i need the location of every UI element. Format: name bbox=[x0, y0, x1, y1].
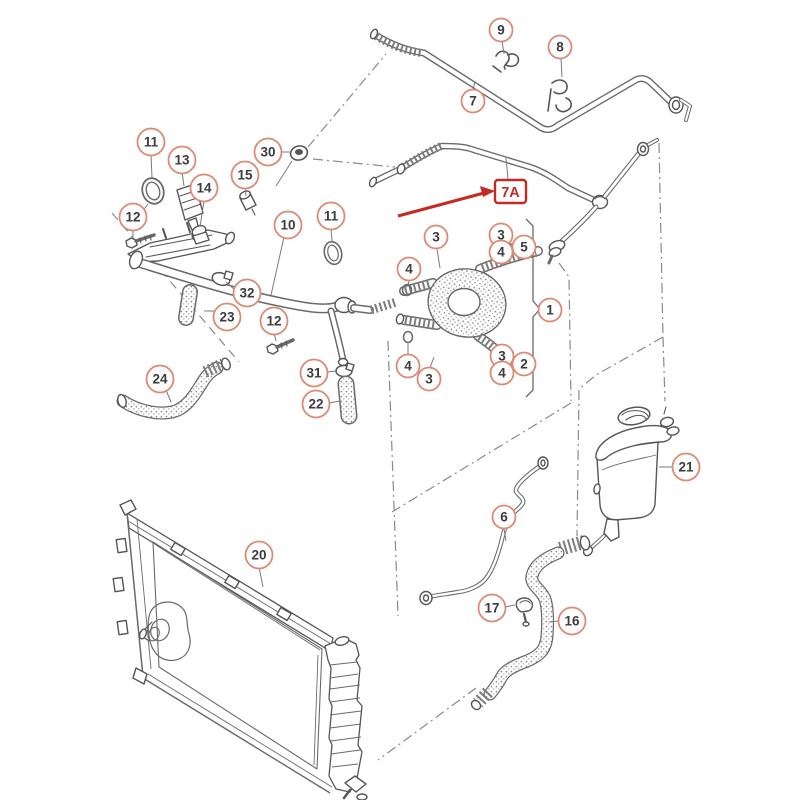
hose-23-part bbox=[178, 284, 198, 326]
svg-text:31: 31 bbox=[306, 366, 322, 381]
callout-21: 21 bbox=[671, 452, 701, 482]
svg-text:4: 4 bbox=[405, 262, 413, 277]
hose-24-assembly bbox=[116, 357, 231, 420]
callout-17: 17 bbox=[477, 593, 507, 623]
svg-text:32: 32 bbox=[239, 286, 254, 301]
callout-30: 30 bbox=[253, 137, 283, 167]
hose-22-part bbox=[337, 375, 358, 425]
callout-13: 13 bbox=[167, 145, 197, 175]
callout-4: 4 bbox=[396, 256, 422, 282]
svg-text:3: 3 bbox=[498, 349, 506, 364]
radiator-shroud-port bbox=[139, 601, 191, 662]
radiator-right-tank bbox=[324, 636, 368, 800]
svg-text:6: 6 bbox=[500, 510, 508, 525]
callout-3: 3 bbox=[416, 366, 442, 392]
fitting-14-part bbox=[191, 224, 210, 245]
svg-text:4: 4 bbox=[498, 366, 506, 381]
radiator bbox=[112, 499, 368, 800]
svg-text:7: 7 bbox=[469, 94, 477, 109]
sensor-15-part bbox=[239, 190, 257, 216]
callout-12: 12 bbox=[118, 202, 148, 232]
clip-17-part bbox=[515, 597, 534, 627]
highlight-annotation: 7A bbox=[397, 178, 528, 218]
svg-text:23: 23 bbox=[219, 310, 235, 325]
callout-15: 15 bbox=[230, 160, 260, 190]
svg-text:12: 12 bbox=[266, 314, 281, 329]
flange-cluster bbox=[125, 145, 309, 263]
callout-9: 9 bbox=[488, 17, 514, 43]
svg-text:3: 3 bbox=[497, 228, 505, 243]
svg-text:24: 24 bbox=[152, 372, 168, 387]
expansion-tank bbox=[582, 406, 680, 557]
svg-text:10: 10 bbox=[280, 218, 295, 233]
svg-text:8: 8 bbox=[556, 40, 564, 55]
svg-text:16: 16 bbox=[564, 614, 580, 629]
svg-text:30: 30 bbox=[260, 145, 275, 160]
callout-6: 6 bbox=[491, 504, 517, 530]
highlight-label: 7A bbox=[501, 185, 520, 201]
clip-9-part bbox=[492, 50, 520, 73]
grommet-30-part bbox=[289, 145, 309, 161]
callout-31: 31 bbox=[299, 358, 329, 388]
callout-8: 8 bbox=[547, 34, 573, 60]
svg-text:14: 14 bbox=[196, 181, 212, 196]
callout-3: 3 bbox=[423, 224, 449, 250]
svg-text:4: 4 bbox=[497, 245, 505, 260]
highlight-arrowhead bbox=[480, 186, 495, 197]
callout-24: 24 bbox=[145, 364, 175, 394]
callout-1: 1 bbox=[537, 297, 563, 323]
svg-text:15: 15 bbox=[237, 168, 253, 183]
callout-11: 11 bbox=[316, 201, 346, 231]
callout-16: 16 bbox=[557, 606, 587, 636]
callout-20: 20 bbox=[244, 540, 274, 570]
svg-text:5: 5 bbox=[520, 240, 528, 255]
svg-text:13: 13 bbox=[174, 153, 190, 168]
hose-16-assembly bbox=[470, 535, 591, 711]
callout-12: 12 bbox=[259, 306, 289, 336]
svg-text:20: 20 bbox=[251, 548, 266, 563]
hose-10-assembly bbox=[128, 240, 398, 425]
svg-text:11: 11 bbox=[324, 209, 339, 224]
clamp-31-part bbox=[335, 362, 355, 378]
highlight-arrow bbox=[397, 191, 485, 218]
callout-4: 4 bbox=[395, 353, 421, 379]
highlight-box bbox=[493, 178, 528, 205]
callout-5: 5 bbox=[511, 234, 537, 260]
bolt-12-part bbox=[125, 233, 156, 249]
callout-10: 10 bbox=[273, 210, 303, 240]
callout-14: 14 bbox=[189, 173, 219, 203]
callout-22: 22 bbox=[301, 389, 331, 419]
bolt-12b-part bbox=[266, 338, 295, 355]
svg-text:9: 9 bbox=[497, 23, 505, 38]
callout-4: 4 bbox=[488, 239, 514, 265]
svg-text:3: 3 bbox=[432, 230, 440, 245]
leader-lines bbox=[132, 40, 673, 623]
callout-23: 23 bbox=[212, 302, 242, 332]
svg-text:17: 17 bbox=[484, 601, 499, 616]
callout-32: 32 bbox=[232, 278, 262, 308]
pipe-7-assembly bbox=[369, 28, 692, 133]
pipe-7a-assembly bbox=[368, 138, 659, 265]
clamp-32-part bbox=[211, 270, 234, 287]
svg-text:2: 2 bbox=[520, 357, 528, 372]
svg-text:4: 4 bbox=[404, 359, 412, 374]
callout-4: 4 bbox=[489, 360, 515, 386]
callout-11: 11 bbox=[136, 127, 166, 157]
svg-text:11: 11 bbox=[144, 135, 159, 150]
callout-7: 7 bbox=[460, 88, 486, 114]
svg-text:3: 3 bbox=[425, 372, 433, 387]
svg-text:1: 1 bbox=[546, 303, 554, 318]
callout-3: 3 bbox=[488, 222, 514, 248]
svg-text:12: 12 bbox=[125, 210, 140, 225]
clip-8-part bbox=[547, 79, 572, 113]
callout-2: 2 bbox=[511, 351, 537, 377]
svg-text:21: 21 bbox=[678, 460, 694, 475]
construction-lines bbox=[111, 53, 666, 761]
svg-text:22: 22 bbox=[308, 397, 323, 412]
